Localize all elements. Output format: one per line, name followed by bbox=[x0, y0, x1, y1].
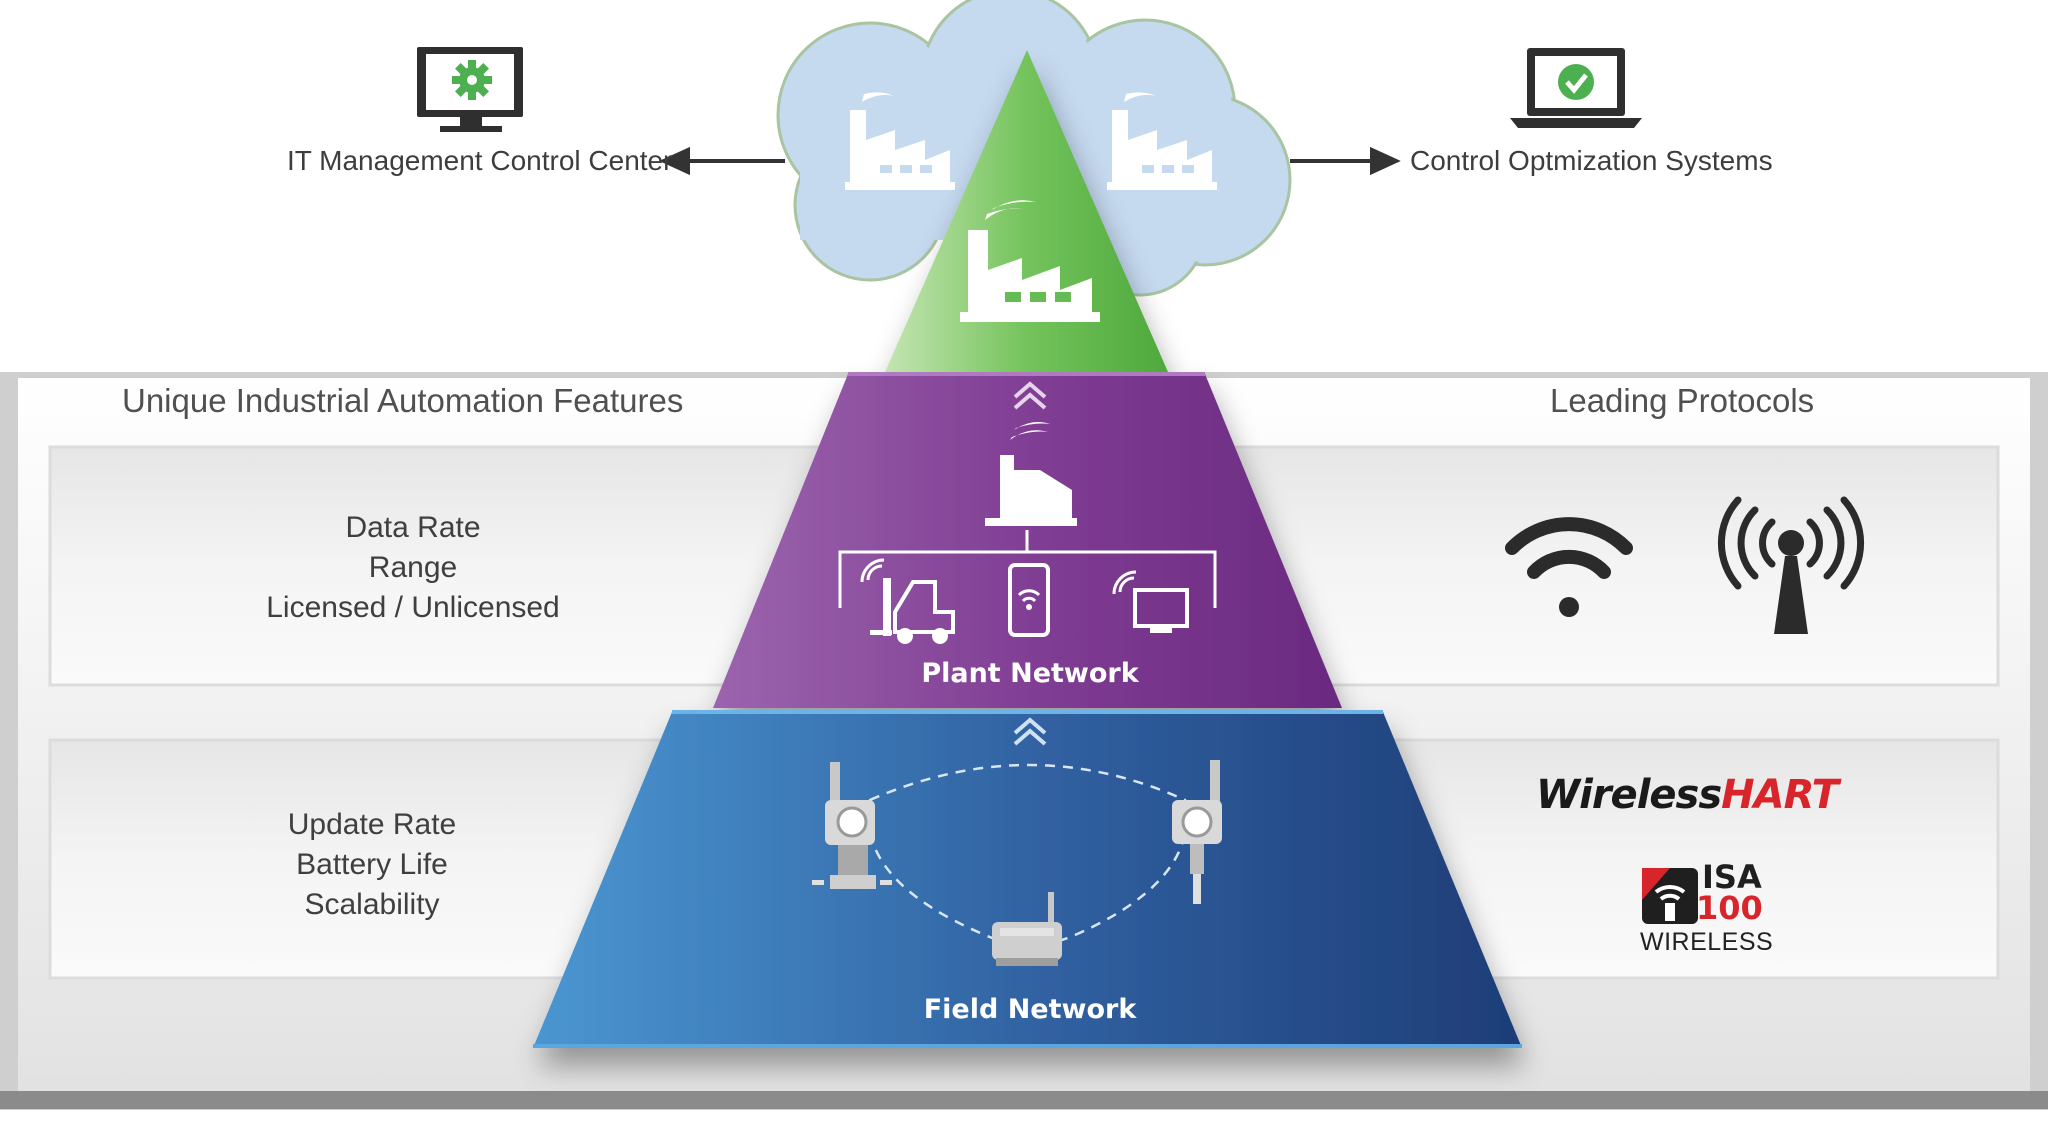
antenna-tower-icon bbox=[1717, 496, 1865, 634]
it-management-label: IT Management Control Center bbox=[287, 145, 673, 176]
cloud-factory-right-icon bbox=[1107, 92, 1217, 190]
plant-feature-list: Data Rate Range Licensed / Unlicensed bbox=[213, 508, 613, 628]
apex-factory-icon bbox=[960, 200, 1100, 322]
isa100-logo bbox=[1642, 868, 1698, 924]
chevron-up-icon bbox=[1013, 717, 1047, 746]
hart-word: HART bbox=[1721, 772, 1839, 818]
feature-item: Update Rate bbox=[287, 808, 457, 841]
arrow-right-icon bbox=[1290, 146, 1401, 176]
wirelesshart-word: Wireless bbox=[1536, 772, 1722, 818]
features-section-title: Unique Industrial Automation Features bbox=[122, 382, 684, 419]
forklift-icon bbox=[860, 558, 955, 644]
feature-item: Range bbox=[368, 551, 458, 584]
arrow-left-icon bbox=[659, 146, 785, 176]
monitor-wifi-icon bbox=[1112, 570, 1189, 633]
feature-item: Licensed / Unlicensed bbox=[266, 591, 560, 624]
plant-bracket bbox=[838, 530, 1217, 608]
chevron-up-icon bbox=[1013, 381, 1047, 410]
control-systems-label: Control Optmization Systems bbox=[1410, 145, 1773, 176]
isa-logo-word: ISA bbox=[1702, 858, 1762, 896]
feature-item: Scalability bbox=[304, 888, 440, 921]
plant-network-label: Plant Network bbox=[921, 658, 1139, 689]
pressure-transmitter-icon bbox=[1172, 760, 1222, 904]
pyramid-field-layer bbox=[533, 712, 1522, 1048]
protocols-section-title: Leading Protocols bbox=[1550, 382, 1815, 419]
wirelesshart-logo: WirelessHART bbox=[1536, 772, 1839, 818]
mesh-dashed-loop bbox=[867, 763, 1188, 947]
cloud-factory-left-icon bbox=[845, 92, 955, 190]
monitor-gear-icon bbox=[417, 47, 523, 132]
field-network-label: Field Network bbox=[923, 994, 1137, 1025]
isa-logo-wireless: WIRELESS bbox=[1640, 928, 1774, 956]
pressure-transmitter-icon bbox=[812, 762, 892, 889]
feature-item: Data Rate bbox=[345, 511, 481, 544]
wireless-gateway-icon bbox=[992, 892, 1062, 966]
laptop-check-icon bbox=[1510, 48, 1642, 128]
isa-logo-number: 100 bbox=[1696, 889, 1763, 927]
feature-item: Battery Life bbox=[296, 848, 448, 881]
smartphone-wifi-icon bbox=[1008, 563, 1050, 637]
frame-bottom-bar bbox=[0, 1091, 2048, 1109]
field-feature-list: Update Rate Battery Life Scalability bbox=[172, 805, 572, 925]
wifi-icon bbox=[1505, 517, 1633, 617]
plant-factory-icon bbox=[985, 422, 1077, 526]
pyramid-apex-layer bbox=[885, 50, 1168, 372]
